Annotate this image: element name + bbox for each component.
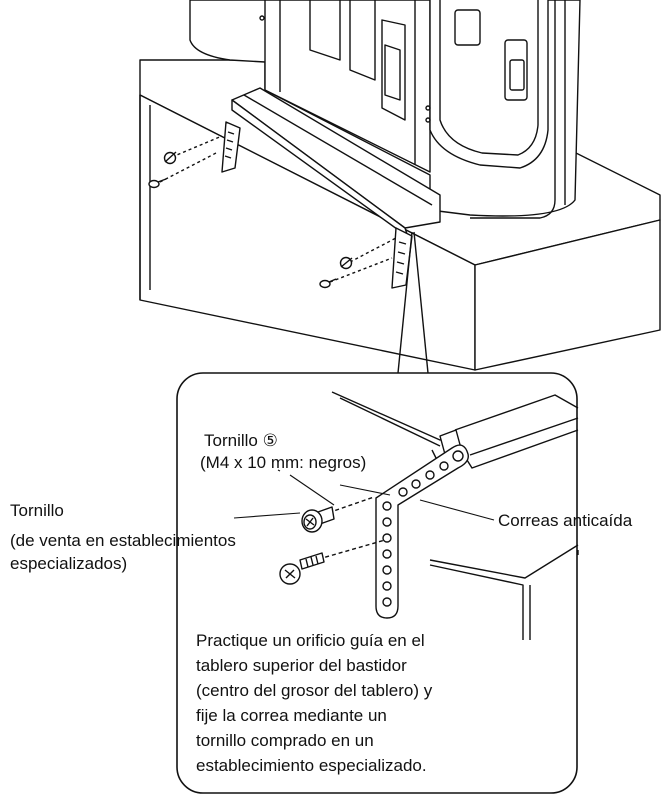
screw-label: Tornillo	[10, 501, 64, 520]
detail-screw-m4	[301, 496, 375, 533]
screw5-label: Tornillo ⑤	[204, 431, 278, 450]
screw-spec-label-1: (de venta en establecimientos	[10, 531, 236, 550]
callout-line-left	[397, 231, 413, 374]
instruction-note: Practique un orificio guía en el tablero…	[196, 628, 516, 778]
note-line: tablero superior del bastidor	[196, 656, 407, 675]
right-strap-assembly	[319, 227, 413, 289]
leader-screw5-spec	[277, 469, 281, 472]
left-strap-assembly	[148, 121, 241, 189]
leader-wood-screw	[233, 512, 301, 519]
detail-plate	[331, 391, 579, 469]
tv-bottom-bracket	[231, 87, 441, 238]
leader-strap-2	[339, 484, 391, 496]
note-line: tornillo comprado en un	[196, 731, 374, 750]
note-line: establecimiento especializado.	[196, 756, 427, 775]
screw-spec-label-2: especializados)	[10, 554, 128, 573]
leader-screw5	[289, 474, 335, 506]
strap-label: Correas anticaída	[498, 511, 633, 530]
note-line: (centro del grosor del tablero) y	[196, 681, 433, 700]
leader-strap	[419, 499, 495, 521]
screw5-spec-label: (M4 x 10 mm: negros)	[200, 453, 367, 472]
detail-strap	[375, 444, 469, 619]
detail-stand-edges	[429, 544, 579, 640]
detail-wood-screw	[279, 539, 386, 585]
tv-rear	[189, 0, 581, 219]
callout-line-right	[413, 231, 429, 374]
note-line: fije la correa mediante un	[196, 706, 387, 725]
note-line: Practique un orificio guía en el	[196, 631, 425, 650]
